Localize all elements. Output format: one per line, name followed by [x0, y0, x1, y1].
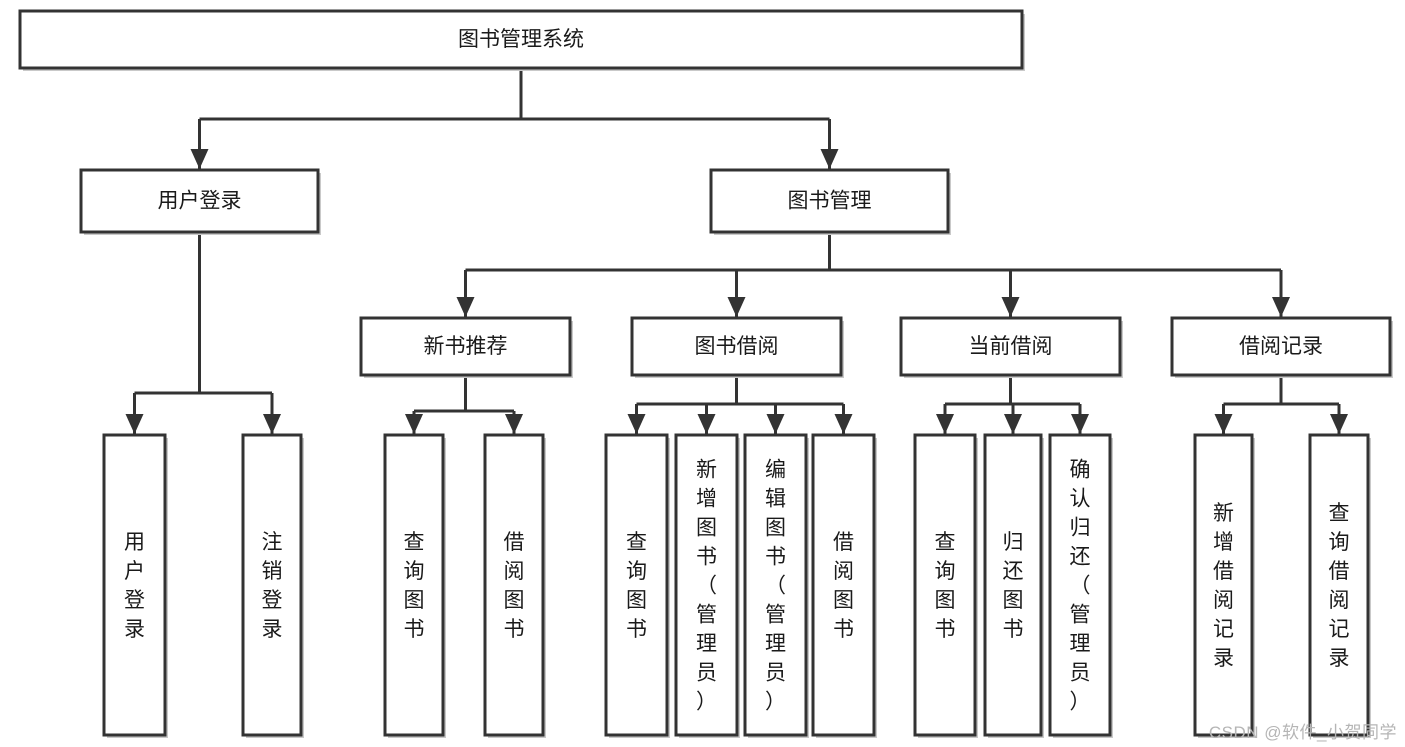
arrow-head-icon [263, 414, 281, 434]
arrow-head-icon [834, 414, 853, 434]
node-leaf-user-login[interactable]: 用户登录 [102, 433, 168, 738]
arrow-head-icon [1272, 297, 1290, 317]
arrow-head-icon [936, 414, 954, 434]
node-box[interactable] [1048, 433, 1112, 737]
node-label: 查询图书 [626, 531, 647, 641]
node-box[interactable] [604, 433, 669, 737]
node-leaf-logout[interactable]: 注销登录 [241, 433, 304, 738]
node-label: 图书管理 [788, 190, 872, 213]
arrow-head-icon [697, 414, 716, 434]
node-label: 归还图书 [1003, 531, 1024, 641]
node-leaf-borrow-book[interactable]: 借阅图书 [811, 433, 877, 738]
csdn-watermark: CSDN @软件_小贺同学 [1208, 723, 1397, 742]
node-root[interactable]: 图书管理系统 [18, 9, 1025, 71]
arrow-head-icon [1004, 414, 1022, 434]
arrow-head-icon [820, 149, 839, 169]
arrow-head-icon [1001, 297, 1020, 317]
node-label: 新书推荐 [424, 335, 508, 358]
node-box[interactable] [359, 316, 572, 377]
edges-layer [125, 68, 1348, 434]
node-leaf-query-book-borrow[interactable]: 查询图书 [604, 433, 670, 738]
node-box[interactable] [1170, 316, 1392, 377]
node-leaf-confirm-return[interactable]: 确认归还（管理员） [1048, 433, 1113, 738]
node-box[interactable] [811, 433, 876, 737]
arrow-head-icon [1214, 414, 1233, 434]
node-book-borrow[interactable]: 图书借阅 [630, 316, 844, 378]
node-label: 查询图书 [404, 531, 425, 641]
node-current-borrow[interactable]: 当前借阅 [899, 316, 1123, 378]
node-leaf-query-record[interactable]: 查询借阅记录 [1308, 433, 1371, 738]
node-label: 注销登录 [262, 531, 283, 641]
node-label: 图书借阅 [695, 335, 779, 358]
node-book-management[interactable]: 图书管理 [709, 168, 951, 235]
node-box[interactable] [630, 316, 843, 377]
node-box[interactable] [899, 316, 1122, 377]
node-label: 图书管理系统 [458, 28, 584, 51]
node-label: 用户登录 [158, 190, 242, 213]
node-label: 借阅记录 [1239, 335, 1323, 358]
node-label: 新增借阅记录 [1213, 502, 1234, 670]
node-leaf-add-record[interactable]: 新增借阅记录 [1193, 433, 1255, 738]
node-label: 新增图书（管理员） [696, 459, 717, 714]
node-leaf-query-book-cur[interactable]: 查询图书 [913, 433, 978, 738]
node-box[interactable] [743, 433, 808, 737]
node-new-book-recommend[interactable]: 新书推荐 [359, 316, 573, 378]
node-box[interactable] [1193, 433, 1254, 737]
node-label: 查询图书 [935, 531, 956, 641]
node-leaf-borrow-book-rec[interactable]: 借阅图书 [483, 433, 546, 738]
nodes-layer: 图书管理系统用户登录图书管理新书推荐图书借阅当前借阅借阅记录用户登录注销登录查询… [18, 9, 1393, 738]
node-label: 查询借阅记录 [1329, 502, 1350, 670]
arrow-head-icon [627, 414, 646, 434]
arrow-head-icon [766, 414, 785, 434]
node-label: 当前借阅 [969, 335, 1053, 358]
node-box[interactable] [383, 433, 445, 737]
node-label: 借阅图书 [504, 531, 525, 641]
node-label: 编辑图书（管理员） [765, 459, 786, 714]
node-box[interactable] [674, 433, 739, 737]
arrow-head-icon [190, 149, 209, 169]
node-label: 确认归还（管理员） [1070, 459, 1091, 714]
node-user-login[interactable]: 用户登录 [79, 168, 321, 235]
node-label: 用户登录 [124, 531, 145, 641]
node-box[interactable] [983, 433, 1043, 737]
node-box[interactable] [483, 433, 545, 737]
node-label: 借阅图书 [833, 531, 854, 641]
node-leaf-add-book[interactable]: 新增图书（管理员） [674, 433, 740, 738]
node-box[interactable] [241, 433, 303, 737]
node-box[interactable] [79, 168, 320, 234]
node-box[interactable] [709, 168, 950, 234]
node-box[interactable] [18, 9, 1024, 70]
arrow-head-icon [456, 297, 475, 317]
arrow-head-icon [1071, 414, 1089, 434]
arrow-head-icon [405, 414, 423, 434]
arrow-head-icon [125, 414, 144, 434]
node-leaf-return-book[interactable]: 归还图书 [983, 433, 1044, 738]
node-leaf-edit-book[interactable]: 编辑图书（管理员） [743, 433, 809, 738]
arrow-head-icon [727, 297, 746, 317]
node-box[interactable] [913, 433, 977, 737]
node-borrow-record[interactable]: 借阅记录 [1170, 316, 1393, 378]
node-leaf-query-book-rec[interactable]: 查询图书 [383, 433, 446, 738]
arrow-head-icon [505, 414, 523, 434]
node-box[interactable] [102, 433, 167, 737]
node-box[interactable] [1308, 433, 1370, 737]
arrow-head-icon [1330, 414, 1348, 434]
